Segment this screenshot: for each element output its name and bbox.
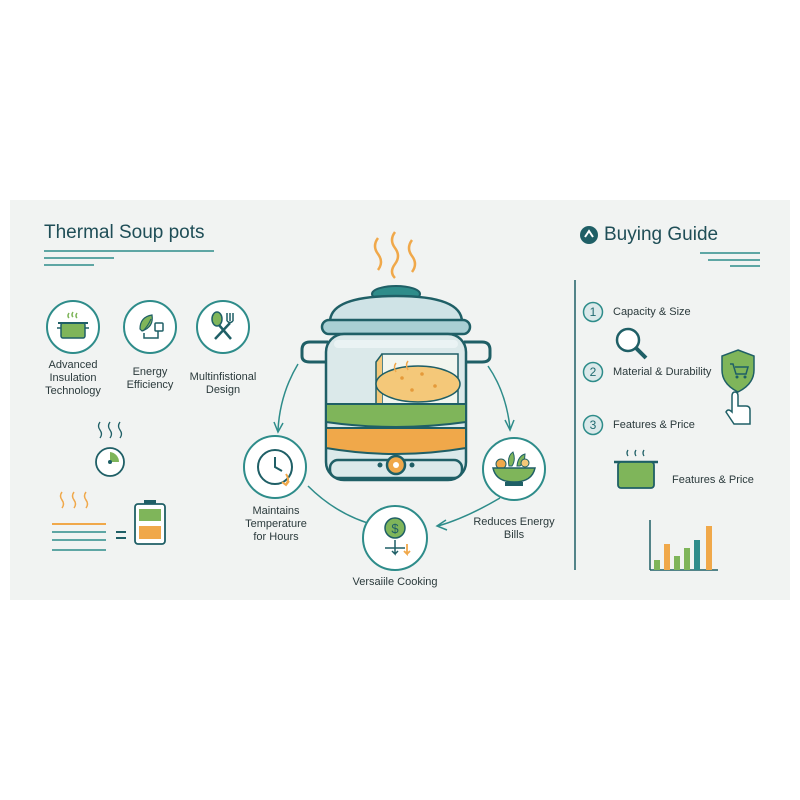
left-title-underline xyxy=(44,250,214,266)
step-3-circle xyxy=(582,414,604,436)
benefit-label-3: Reduces Energy Bills xyxy=(473,516,555,541)
pot-icon xyxy=(46,300,100,354)
leaf-plug-icon xyxy=(123,300,177,354)
svg-text:$: $ xyxy=(391,521,399,536)
right-title: Buying Guide xyxy=(604,224,719,245)
small-pot-icon xyxy=(614,449,658,489)
vegetable-bowl-icon xyxy=(482,437,546,501)
money-down-icon: $ xyxy=(362,505,428,571)
step-2-number: 2 xyxy=(589,365,597,379)
right-title-underline xyxy=(700,252,760,267)
benefit-label-1: Maintains Temperature for Hours xyxy=(245,505,307,543)
step-3-number: 3 xyxy=(589,418,597,432)
thermal-pot-illustration xyxy=(300,231,492,482)
right-divider xyxy=(574,280,576,570)
utensils-icon xyxy=(196,300,250,354)
step-3-label: Features & Price xyxy=(613,419,695,431)
extra-label: Features & Price xyxy=(672,474,754,486)
feature-label-1: Advanced Insulation Technology xyxy=(45,359,101,397)
left-title: Thermal Soup pots xyxy=(44,222,205,243)
shield-cart-icon xyxy=(721,349,755,425)
heat-battery-icon xyxy=(52,491,166,551)
step-1-number: 1 xyxy=(589,305,597,319)
steam-clock-icon xyxy=(95,421,125,477)
bar-chart-icon xyxy=(649,520,718,571)
arrow-badge-icon xyxy=(580,226,598,244)
feature-label-3: Multinfistional Design xyxy=(189,371,257,396)
step-2-label: Material & Durability xyxy=(613,366,712,378)
step-1-circle xyxy=(582,301,604,323)
benefit-label-2: Versaiile Cooking xyxy=(352,576,438,588)
step-1-label: Capacity & Size xyxy=(613,306,691,318)
step-2-circle xyxy=(582,361,604,383)
feature-label-2: Energy Efficiency xyxy=(126,366,174,391)
magnifier-icon xyxy=(615,327,648,360)
clock-icon xyxy=(243,435,307,499)
